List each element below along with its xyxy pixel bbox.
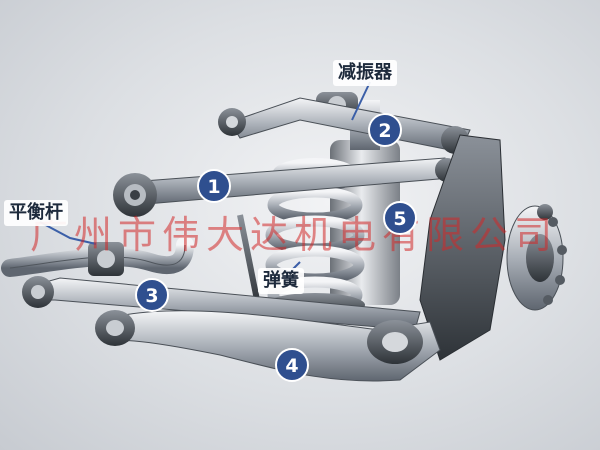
control-arm-4 — [95, 310, 441, 382]
label-stabilizer-bar: 平衡杆 — [4, 200, 68, 226]
callout-2-text: 2 — [378, 120, 391, 142]
callout-3: 3 — [135, 278, 169, 312]
label-spring: 弹簧 — [258, 268, 304, 294]
callout-1-text: 1 — [207, 176, 220, 198]
watermark-text: 广州市伟大达机电有限公司 — [30, 213, 559, 257]
wheel-hub — [419, 134, 567, 361]
callout-2: 2 — [368, 113, 402, 147]
stabilizer-bar — [1, 214, 261, 306]
callout-4: 4 — [275, 348, 309, 382]
callout-5-text: 5 — [393, 208, 406, 230]
label-shock-absorber: 减振器 — [333, 60, 397, 86]
callout-1: 1 — [197, 169, 231, 203]
callout-5: 5 — [383, 201, 417, 235]
callout-3-text: 3 — [145, 285, 158, 307]
callout-4-text: 4 — [285, 355, 298, 377]
